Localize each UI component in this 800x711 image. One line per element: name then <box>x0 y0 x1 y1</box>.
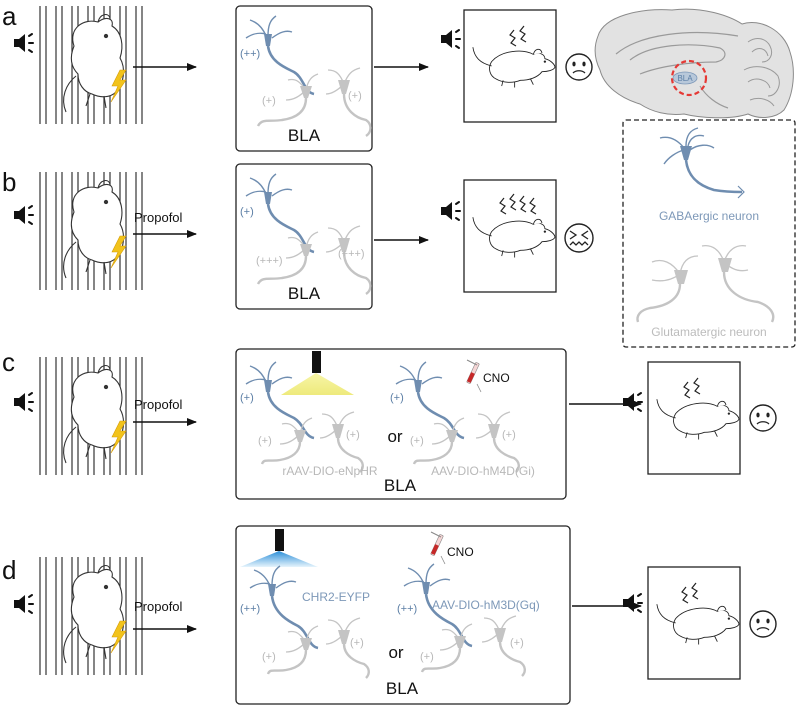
glutamatergic-neuron <box>260 417 313 465</box>
glut-charge-label: (+++) <box>338 248 365 260</box>
glut-charge-label: (+) <box>262 95 276 107</box>
glutamatergic-neuron <box>319 411 364 473</box>
legend-box: GABAergic neuron Glutamatergic neuron <box>622 119 796 348</box>
panel-c: c Propofol (+) (+) <box>2 347 777 500</box>
speaker-icon <box>13 205 34 225</box>
gaba-neuron <box>245 361 315 440</box>
glutamatergic-neuron <box>325 67 372 137</box>
optic-fiber-icon <box>312 351 321 373</box>
panel-letter-d: d <box>2 555 16 585</box>
gaba-charge-label: (+) <box>240 206 254 218</box>
glutamatergic-neuron <box>256 231 319 285</box>
glut-charge-label: (+) <box>258 435 272 447</box>
region-label: BLA <box>384 476 417 495</box>
glutamatergic-neuron <box>475 411 520 473</box>
glut-charge-label: (+) <box>348 90 362 102</box>
neuron-cluster: (+) (+++) (+++) <box>240 173 372 295</box>
speaker-icon <box>13 392 34 412</box>
neuron-cluster: (++) (+) (+) <box>240 15 372 137</box>
gaba-charge-label: (+) <box>240 392 254 404</box>
virus-label: CHR2-EYFP <box>302 590 370 604</box>
virus-label: AAV-DIO-hM3D(Gq) <box>432 598 540 612</box>
gaba-charge-label: (++) <box>240 48 260 60</box>
glutamatergic-neuron <box>266 625 319 675</box>
glut-charge-label: (+) <box>420 651 434 663</box>
or-label: or <box>387 427 402 446</box>
neuron-cluster-left: (+) (+) (+) <box>240 361 364 473</box>
sad-face-icon <box>565 53 593 81</box>
shock-chamber-icon <box>39 356 143 476</box>
tremble-icon <box>499 193 537 215</box>
glutamatergic-neuron <box>256 73 319 127</box>
bla-box <box>235 525 571 705</box>
speaker-icon <box>440 201 461 221</box>
speaker-icon <box>13 594 34 614</box>
neuron-cluster-right: (+) (+) (+) <box>390 361 520 473</box>
glutamatergic-neuron <box>412 417 465 465</box>
glut-charge-label: (+) <box>346 429 360 441</box>
drug-label: CNO <box>483 371 510 385</box>
shock-chamber-icon <box>39 556 143 676</box>
neuron-cluster-left: (++) (+) (+) <box>240 565 370 679</box>
gaba-neuron-legend-icon <box>659 127 745 199</box>
glut-charge-label: (+) <box>262 651 276 663</box>
glutamatergic-neuron <box>420 623 473 673</box>
brain-region-label: BLA <box>677 74 693 83</box>
arrow-label: Propofol <box>134 397 183 412</box>
speaker-icon <box>13 33 34 53</box>
optic-fiber-icon <box>275 529 284 551</box>
gaba-charge-label: (+) <box>390 392 404 404</box>
shock-chamber-icon <box>39 5 143 125</box>
glutamatergic-neuron <box>325 617 370 679</box>
glut-charge-label: (+) <box>410 435 424 447</box>
region-label: BLA <box>288 126 321 145</box>
speaker-icon <box>440 29 461 49</box>
glut-charge-label: (+) <box>350 637 364 649</box>
syringe-icon <box>466 359 482 393</box>
sad-face-icon <box>749 610 777 638</box>
glutamatergic-neuron-legend-icon <box>636 244 775 323</box>
glut-charge-label: (+) <box>510 637 524 649</box>
syringe-icon <box>430 531 446 565</box>
panel-letter-c: c <box>2 347 15 377</box>
legend-glut-label: Glutamatergic neuron <box>651 325 766 339</box>
sad-face-icon <box>749 404 777 432</box>
tremble-icon <box>683 377 701 399</box>
virus-label: AAV-DIO-hM4D(Gi) <box>431 464 535 478</box>
tremble-icon <box>509 25 527 47</box>
region-label: BLA <box>288 284 321 303</box>
brain-sagittal-section: BLA <box>594 8 794 119</box>
virus-label: rAAV-DIO-eNpHR <box>282 464 377 478</box>
yellow-light-beam <box>281 373 354 395</box>
tremble-icon <box>681 582 699 604</box>
arrow-label: Propofol <box>134 599 183 614</box>
or-label: or <box>388 643 403 662</box>
arrow-label: Propofol <box>134 210 183 225</box>
gaba-charge-label: (++) <box>240 603 260 615</box>
blue-light-beam <box>240 551 318 567</box>
highlight-circle <box>670 59 708 97</box>
gaba-neuron <box>395 361 465 440</box>
glut-charge-label: (+) <box>502 429 516 441</box>
glutamatergic-neuron <box>481 615 526 677</box>
panel-a: a (++) (+) (+) BLA <box>2 1 794 152</box>
distressed-face-icon <box>564 223 594 253</box>
shock-chamber-icon <box>39 171 143 291</box>
speaker-icon <box>622 593 643 613</box>
gaba-neuron <box>249 565 319 650</box>
speaker-icon <box>622 392 643 412</box>
gaba-charge-label: (++) <box>397 603 417 615</box>
legend-gaba-label: GABAergic neuron <box>659 209 759 223</box>
panel-letter-b: b <box>2 167 16 197</box>
drug-label: CNO <box>447 545 474 559</box>
panel-letter-a: a <box>2 1 17 31</box>
neuron-cluster-right: (++) (+) (+) <box>397 563 526 677</box>
gaba-neuron <box>403 563 473 648</box>
panel-d: d Propofol (++) (+) <box>2 525 777 705</box>
glutamatergic-neuron <box>325 225 372 295</box>
panel-b: b Propofol (+) (+++) (+++) <box>2 163 594 310</box>
glut-charge-label: (+++) <box>256 255 283 267</box>
region-label: BLA <box>386 679 419 698</box>
